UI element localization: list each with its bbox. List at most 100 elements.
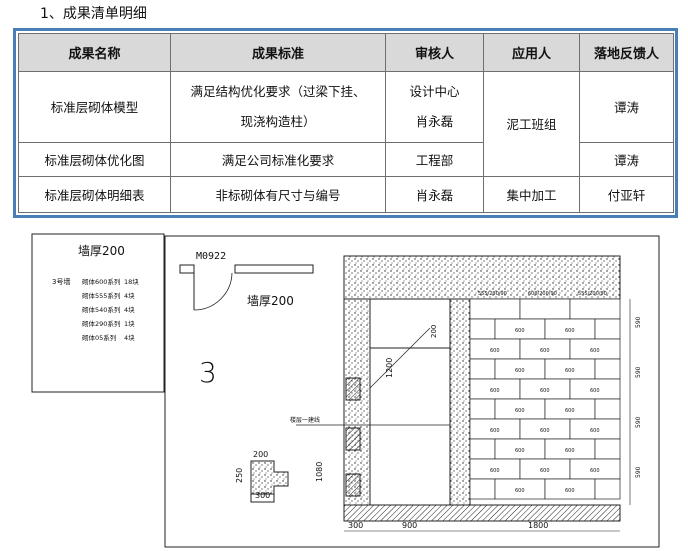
results-table: 成果名称 成果标准 审核人 应用人 落地反馈人 标准层砌体模型 满足结构优化要求… [18,33,674,214]
legend-item-qty: 1块 [124,319,135,328]
table-header-row: 成果名称 成果标准 审核人 应用人 落地反馈人 [18,33,674,72]
cell-reviewer-line1: 设计中心 [409,83,460,99]
header-feedback: 落地反馈人 [579,33,674,72]
masonry-block-label: 600 [590,468,600,474]
masonry-block-label: 600 [540,388,550,394]
cell-reviewer: 工程部 [385,141,484,177]
masonry-block [519,298,571,320]
masonry-block-label: 600 [490,428,500,434]
cell-feedback: 谭涛 [579,141,674,177]
masonry-block-label: 600 [490,388,500,394]
masonry-block-label: 600 [565,328,575,334]
door-swing-arc [193,272,233,311]
legend-item-qty: 4块 [124,333,135,342]
dim-right: 590 [635,416,642,428]
masonry-block-label: 600 [590,348,600,354]
masonry-block-label: 600 [540,468,550,474]
door-wall-right [234,264,314,274]
header-reviewer: 审核人 [385,33,484,72]
table-row: 标准层砌体明细表 非标砌体有尺寸与编号 肖永磊 集中加工 付亚轩 [18,175,674,214]
masonry-block [594,438,621,460]
masonry-block-label: 600 [565,488,575,494]
cell-standard: 满足结构优化要求（过梁下挂、 现浇构造柱） [170,71,386,143]
block-label-top: 555/200/90 [478,291,507,297]
cell-standard: 满足公司标准化要求 [170,141,386,177]
header-name: 成果名称 [18,33,171,72]
masonry-drawing: 墙厚200 3号墙 砌体600系列 18块 砌体555系列 4块 砌体540系列… [31,233,660,548]
door-wall-thickness: 墙厚200 [247,294,294,308]
wall-number: 3 [199,356,217,389]
masonry-block [469,478,496,500]
dim-top-small: 200 [430,325,438,338]
masonry-block-label: 600 [565,368,575,374]
dim-right: 590 [635,316,642,328]
block-label-top: 600/200/90 [528,291,557,297]
masonry-block [469,358,496,380]
masonry-block-label: 600 [540,348,550,354]
floor-line-label: 楼层一建线 [290,416,320,424]
masonry-block [594,318,621,340]
legend-item-label: 砌体555系列 [82,291,120,300]
col-dim-bottom: 300 [255,491,270,500]
legend-item-label: 砌体540系列 [82,305,120,314]
diagonal-leader [369,327,431,389]
masonry-block-label: 600 [515,368,525,374]
cell-feedback: 谭涛 [579,71,674,143]
cell-reviewer: 设计中心 肖永磊 [385,71,484,143]
dim-bottom-1: 300 [348,521,363,530]
col-dim-left: 250 [235,468,244,483]
masonry-block-label: 600 [540,428,550,434]
door-plan: M0922 墙厚200 [179,251,314,311]
section-heading: 1、成果清单明细 [40,6,147,22]
legend-item-qty: 18块 [124,277,139,286]
masonry-block [594,478,621,500]
masonry-block-label: 600 [565,448,575,454]
block-label-top: 555/200/90 [578,291,607,297]
legend-item-qty: 4块 [124,305,135,314]
cell-standard-line1: 满足结构优化要求（过梁下挂、 [190,83,366,99]
masonry-block [469,318,496,340]
cell-feedback: 付亚轩 [579,175,674,214]
cell-name: 标准层砌体模型 [18,71,171,143]
right-column [449,298,471,506]
legend-item-label: 砌体290系列 [82,319,120,328]
masonry-block-label: 600 [590,428,600,434]
dim-bottom-3: 1800 [528,521,548,530]
masonry-block-label: 600 [565,408,575,414]
cell-applier: 泥工班组 [483,71,580,177]
masonry-block-label: 600 [515,408,525,414]
left-hatch-blocks [345,377,361,497]
block-wall: 600 600 600 600 600 600 600 600 600 600 600 600 600 6… [469,298,621,500]
results-table-frame: 成果名称 成果标准 审核人 应用人 落地反馈人 标准层砌体模型 满足结构优化要求… [13,28,678,218]
left-column [343,298,371,506]
column-detail: 200 250 300 [235,450,289,503]
cell-standard: 非标砌体有尺寸与编号 [170,175,386,214]
masonry-block [469,438,496,460]
masonry-block-label: 600 [515,488,525,494]
dim-bottom-2: 900 [402,521,417,530]
dim-left-upper: 1200 [385,358,394,378]
masonry-block-label: 600 [515,448,525,454]
dim-right: 590 [635,366,642,378]
masonry-block [469,398,496,420]
masonry-block [594,398,621,420]
masonry-block-label: 600 [490,348,500,354]
door-wall-left [179,264,195,274]
legend-list: 砌体600系列 18块 砌体555系列 4块 砌体540系列 4块 砌体290系… [82,277,139,342]
cell-reviewer-line2: 肖永磊 [415,113,454,129]
drawing-frame [164,235,660,548]
legend-box [31,233,165,393]
legend-title: 墙厚200 [78,244,125,258]
legend-group: 3号墙 [52,277,70,286]
top-beam [343,255,621,300]
legend-item-label: 砌体05系列 [82,333,116,342]
col-base [250,493,275,503]
masonry-block-label: 600 [590,388,600,394]
cell-reviewer: 肖永磊 [385,175,484,214]
cell-name: 标准层砌体明细表 [18,175,171,214]
table-row: 标准层砌体优化图 满足公司标准化要求 工程部 谭涛 [18,141,674,177]
legend-item-label: 砌体600系列 [82,277,120,286]
wall-base [343,504,621,522]
col-dim-top: 200 [253,450,268,459]
cell-applier: 集中加工 [483,175,580,214]
